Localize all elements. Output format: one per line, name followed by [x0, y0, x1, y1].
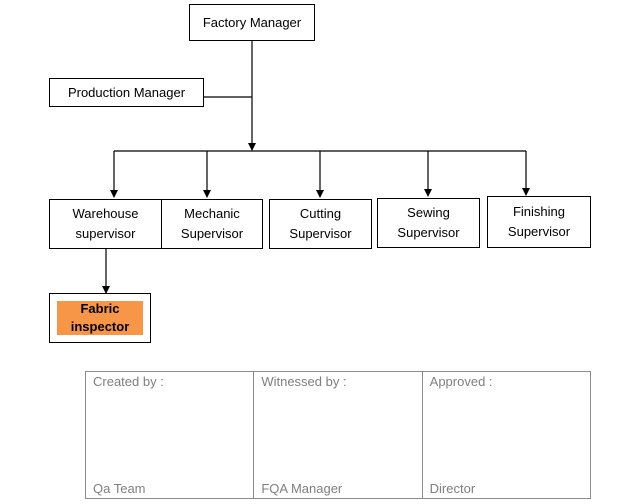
- mechanic-supervisor-line2: Supervisor: [180, 226, 244, 241]
- factory-manager-box: Factory Manager: [189, 4, 315, 41]
- created-by-label: Created by :: [93, 374, 164, 389]
- fabric-inspector-line2: inspector: [70, 319, 130, 334]
- fabric-inspector-fill: Fabric inspector: [57, 301, 143, 335]
- warehouse-supervisor-box: Warehouse supervisor: [49, 199, 162, 249]
- fabric-inspector-box: Fabric inspector: [49, 293, 151, 343]
- cutting-supervisor-box: Cutting Supervisor: [269, 199, 372, 249]
- signature-table: Created by : Qa Team Witnessed by : FQA …: [85, 371, 591, 499]
- warehouse-supervisor-line2: supervisor: [75, 226, 136, 241]
- production-manager-box: Production Manager: [49, 78, 204, 107]
- created-by-value: Qa Team: [93, 481, 146, 496]
- finishing-supervisor-box: Finishing Supervisor: [487, 196, 591, 248]
- sewing-supervisor-line2: Supervisor: [397, 225, 460, 240]
- approved-label: Approved :: [429, 374, 493, 389]
- finishing-supervisor-line1: Finishing: [512, 204, 565, 219]
- witnessed-by-label: Witnessed by :: [261, 374, 347, 389]
- sewing-supervisor-box: Sewing Supervisor: [377, 198, 480, 248]
- approved-value: Director: [429, 481, 476, 496]
- signature-cell-created: Created by : Qa Team: [86, 372, 255, 498]
- production-manager-label: Production Manager: [67, 84, 186, 100]
- mechanic-supervisor-box: Mechanic Supervisor: [161, 199, 263, 249]
- cutting-supervisor-line1: Cutting: [299, 206, 342, 221]
- factory-manager-label: Factory Manager: [202, 14, 302, 30]
- signature-cell-witnessed: Witnessed by : FQA Manager: [254, 372, 423, 498]
- sewing-supervisor-line1: Sewing: [407, 205, 450, 220]
- witnessed-by-value: FQA Manager: [261, 481, 343, 496]
- mechanic-supervisor-line1: Mechanic: [184, 206, 240, 221]
- warehouse-supervisor-line1: Warehouse: [72, 206, 139, 221]
- signature-cell-approved: Approved : Director: [423, 372, 590, 498]
- cutting-supervisor-line2: Supervisor: [289, 226, 352, 241]
- fabric-inspector-line1: Fabric: [80, 301, 120, 316]
- finishing-supervisor-line2: Supervisor: [507, 224, 571, 239]
